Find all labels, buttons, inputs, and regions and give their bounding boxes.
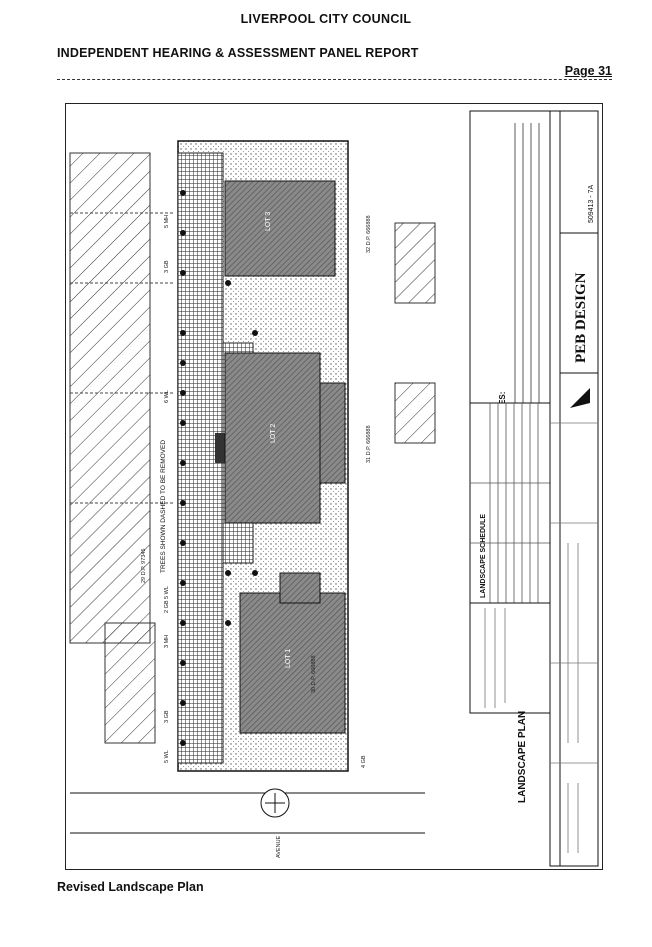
title-block	[549, 110, 599, 867]
landscape-plan-drawing: LOT 3 LOT 2 LOT 1 32 D.P. 666888 31 D.P.…	[65, 103, 603, 870]
building-lot-3	[224, 180, 336, 277]
neighbour-lot-hatch	[394, 382, 436, 444]
header-divider	[57, 79, 612, 80]
firm-logo-mark	[570, 388, 590, 408]
page-number: Page 31	[564, 64, 612, 78]
lot-label: LOT 1	[285, 649, 292, 668]
figure-caption: Revised Landscape Plan	[57, 880, 204, 894]
neighbour-lot-hatch	[104, 622, 156, 744]
plant-code: 2 GB 5 WL	[164, 586, 170, 613]
plant-code: 6 WL	[164, 390, 170, 403]
lot-id: 31 D.P. 666888	[366, 425, 372, 463]
building-lot-2	[224, 352, 321, 524]
lot-id: 30 D.P. 666888	[311, 655, 317, 693]
firm-logo: PEB DESIGN	[573, 272, 589, 363]
trees-note: TREES SHOWN DASHED TO BE REMOVED	[160, 440, 167, 573]
building-lot-1	[239, 592, 346, 734]
lot-label: LOT 2	[270, 424, 277, 443]
lot-id: 29 D.P. 97345	[141, 549, 147, 583]
plant-code: 5 WL	[164, 750, 170, 763]
revisions-box	[469, 602, 551, 714]
council-name: LIVERPOOL CITY COUNCIL	[240, 12, 412, 26]
tree-row	[180, 190, 258, 746]
plant-code: 3 MH	[164, 635, 170, 648]
lot-label: LOT 3	[265, 212, 272, 231]
report-title: INDEPENDENT HEARING & ASSESSMENT PANEL R…	[57, 46, 419, 60]
plant-code: 4 GB	[361, 755, 367, 768]
lot-id: 32 D.P. 666888	[366, 215, 372, 253]
plant-code: 5 MH	[164, 215, 170, 228]
street-label: AVENUE	[276, 835, 282, 858]
drawing-title: LANDSCAPE PLAN	[517, 711, 528, 803]
drawing-number: 509413 - 7A	[588, 185, 595, 223]
schedule-title: LANDSCAPE SCHEDULE	[480, 514, 487, 598]
plant-code: 3 GB	[164, 710, 170, 723]
neighbour-lot-hatch	[69, 152, 151, 644]
neighbour-lot-hatch	[394, 222, 436, 304]
plant-code: 3 GB	[164, 260, 170, 273]
